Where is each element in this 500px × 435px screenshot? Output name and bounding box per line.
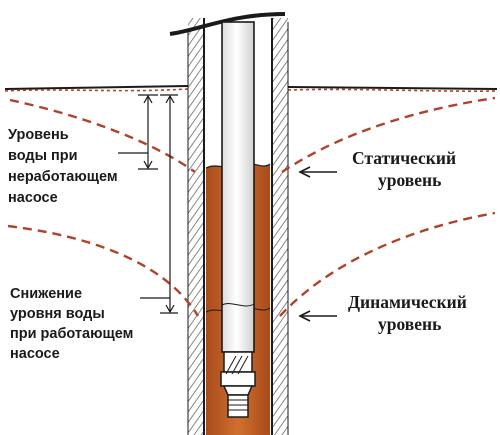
static-depression-curves	[9, 96, 496, 173]
label-static-height-line2: воды при	[8, 148, 78, 164]
label-drawdown-line2: уровня воды	[10, 306, 105, 322]
label-dynamic-level: Динамический уровень	[348, 292, 467, 334]
label-drawdown-line1: Снижение	[10, 286, 82, 302]
borehole-walls	[187, 18, 289, 435]
label-static-height: Уровень воды при неработающем насосе	[8, 127, 118, 206]
label-static-height-line4: насосе	[8, 190, 58, 206]
casing-top	[169, 12, 286, 36]
dimension-lines	[118, 94, 178, 314]
pump	[220, 351, 256, 418]
label-dynamic-level-line1: Динамический	[348, 292, 467, 312]
label-drawdown-line4: насосе	[10, 346, 60, 362]
level-arrows	[298, 166, 337, 322]
dynamic-depression-curves	[7, 211, 496, 317]
label-dynamic-level-line2: уровень	[378, 314, 441, 334]
label-static-height-line1: Уровень	[8, 127, 69, 143]
label-static-level-line2: уровень	[378, 170, 441, 190]
label-static-height-line3: неработающем	[8, 169, 118, 185]
label-static-level: Статический уровень	[352, 148, 456, 190]
label-static-level-line1: Статический	[352, 148, 456, 168]
ground-surface	[4, 85, 498, 92]
label-drawdown: Снижение уровня воды при работающем насо…	[10, 286, 133, 362]
label-drawdown-line3: при работающем	[10, 326, 133, 342]
pump-pipe	[221, 21, 255, 353]
